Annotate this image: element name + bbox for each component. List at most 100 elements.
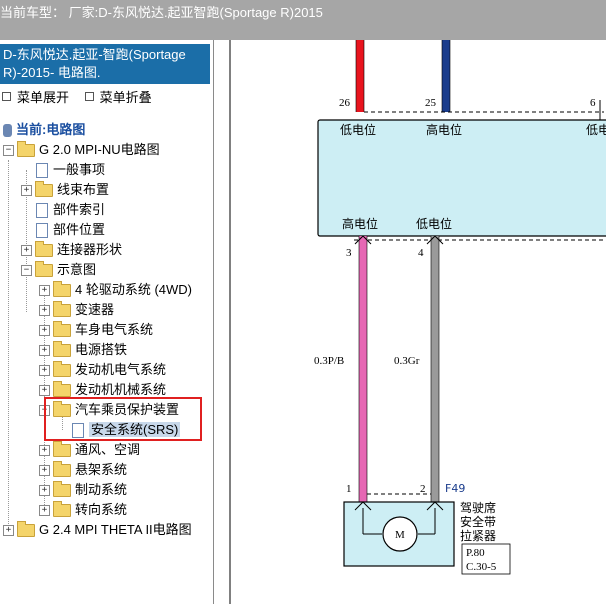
tree-item-parts-location[interactable]: 部件位置	[36, 220, 105, 240]
pin-2: 2	[420, 483, 426, 495]
collapse-icon[interactable]: −	[3, 145, 14, 157]
tree-item-transmission[interactable]: +变速器	[39, 300, 114, 320]
folder-icon	[53, 501, 71, 518]
pin-3: 3	[346, 247, 352, 259]
expand-icon[interactable]: +	[39, 345, 50, 357]
collapse-menu-button[interactable]: 菜单折叠	[84, 90, 158, 105]
folder-icon	[53, 361, 71, 378]
current-model-label: 当前车型： 厂家:D-东风悦达.起亚智跑(Sportage R)2015	[0, 5, 323, 20]
tree-item-connector[interactable]: +连接器形状	[21, 240, 122, 260]
expand-icon[interactable]: +	[21, 245, 32, 257]
wire-label-4: 0.3Gr	[394, 355, 420, 367]
level-bottom-right: 低电位	[416, 216, 452, 231]
level-top-left: 低电位	[340, 122, 376, 137]
expand-icon[interactable]: +	[39, 465, 50, 477]
tree-item-power-ground[interactable]: +电源搭铁	[39, 340, 127, 360]
expand-icon[interactable]: +	[39, 285, 50, 297]
folder-icon	[53, 281, 71, 298]
reference-box	[461, 543, 511, 575]
connector-label: F49	[445, 482, 465, 495]
circuit-diagram: 26 25 6 低电位 高电位 低电 高电位 低电位 3 4 0.3P/B 0.…	[214, 40, 606, 604]
level-top-right: 低电	[586, 123, 606, 137]
sidebar-title: D-东风悦达.起亚-智跑(Sportage R)-2015- 电路图.	[0, 44, 210, 84]
folder-icon	[53, 461, 71, 478]
level-bottom-left: 高电位	[342, 216, 378, 231]
expand-icon[interactable]: +	[3, 525, 14, 537]
square-icon	[84, 92, 94, 101]
tree-item-suspension[interactable]: +悬架系统	[39, 460, 127, 480]
tree-item-awd[interactable]: +4 轮驱动系统 (4WD)	[39, 280, 192, 300]
folder-icon	[53, 301, 71, 318]
wire-blue	[442, 40, 450, 112]
tree-guide	[62, 415, 63, 430]
folder-icon	[35, 261, 53, 278]
expand-icon[interactable]: +	[39, 365, 50, 377]
tree-item-brake[interactable]: +制动系统	[39, 480, 127, 500]
reference-connector: C.30-5	[466, 561, 497, 573]
folder-icon	[53, 441, 71, 458]
wire-gray	[431, 236, 439, 502]
tree-item-occupant-protection[interactable]: −汽车乘员保护装置	[39, 400, 179, 420]
wire-label-3: 0.3P/B	[314, 355, 344, 367]
pin-4: 4	[418, 247, 424, 259]
folder-icon	[53, 341, 71, 358]
component-name-1: 驾驶席	[460, 500, 496, 515]
tree-item-g24[interactable]: +G 2.4 MPI THETA II电路图	[3, 520, 192, 540]
tree-item-harness[interactable]: +线束布置	[21, 180, 109, 200]
highlight-box	[44, 397, 202, 441]
expand-icon[interactable]: +	[39, 385, 50, 397]
document-icon	[36, 163, 48, 179]
folder-icon	[53, 321, 71, 338]
tree-item-hvac[interactable]: +通风、空调	[39, 440, 140, 460]
level-top-mid: 高电位	[426, 122, 462, 137]
tree-item-steering[interactable]: +转向系统	[39, 500, 127, 520]
expand-icon[interactable]: +	[39, 445, 50, 457]
expand-icon[interactable]: +	[39, 485, 50, 497]
reference-page: P.80	[466, 547, 485, 559]
motor-icon	[382, 516, 418, 552]
collapse-icon[interactable]: −	[21, 265, 32, 277]
tree-item-srs[interactable]: 安全系统(SRS)	[72, 420, 181, 440]
folder-icon	[53, 481, 71, 498]
pin-1: 1	[346, 483, 352, 495]
tree-item-schematic[interactable]: −示意图	[21, 260, 96, 280]
wire-pink	[359, 236, 367, 502]
expand-menu-button[interactable]: 菜单展开	[2, 90, 75, 105]
wire-red	[356, 40, 364, 112]
component-name-3: 拉紧器	[460, 528, 496, 543]
tree-item-engine-electric[interactable]: +发动机电气系统	[39, 360, 166, 380]
folder-icon	[17, 521, 35, 538]
expand-icon[interactable]: +	[39, 305, 50, 317]
title-bar: 当前车型： 厂家:D-东风悦达.起亚智跑(Sportage R)2015	[0, 0, 606, 40]
expand-icon[interactable]: +	[39, 325, 50, 337]
expand-icon[interactable]: +	[39, 505, 50, 517]
folder-icon	[53, 381, 71, 398]
component-name-2: 安全带	[460, 514, 496, 529]
menu-buttons: 菜单展开 菜单折叠	[2, 87, 164, 106]
motor-symbol: M	[395, 529, 405, 541]
pin-26: 26	[339, 97, 351, 109]
tree-item-body-electric[interactable]: +车身电气系统	[39, 320, 153, 340]
location-icon	[3, 124, 12, 138]
tree-item-general[interactable]: 一般事项	[36, 160, 105, 180]
document-icon	[36, 223, 48, 239]
tree-item-engine-mech[interactable]: +发动机机械系统	[39, 380, 166, 400]
sidebar: D-东风悦达.起亚-智跑(Sportage R)-2015- 电路图. 菜单展开…	[0, 40, 214, 604]
folder-icon	[35, 181, 53, 198]
pin-25: 25	[425, 97, 437, 109]
pin-6: 6	[590, 97, 596, 109]
tree-item-g20[interactable]: −G 2.0 MPI-NU电路图	[3, 140, 160, 160]
diagram-canvas: 26 25 6 低电位 高电位 低电 高电位 低电位 3 4 0.3P/B 0.…	[229, 40, 606, 604]
control-module	[317, 119, 606, 237]
current-location: 当前:电路图	[3, 120, 85, 140]
folder-icon	[17, 141, 35, 158]
document-icon	[36, 203, 48, 219]
document-icon	[72, 423, 84, 439]
tree-item-parts-index[interactable]: 部件索引	[36, 200, 105, 220]
folder-icon	[35, 241, 53, 258]
expand-icon[interactable]: +	[21, 185, 32, 197]
tree-guide	[8, 160, 9, 532]
square-icon	[2, 92, 11, 101]
tree-guide	[26, 170, 27, 312]
folder-icon	[53, 401, 71, 418]
